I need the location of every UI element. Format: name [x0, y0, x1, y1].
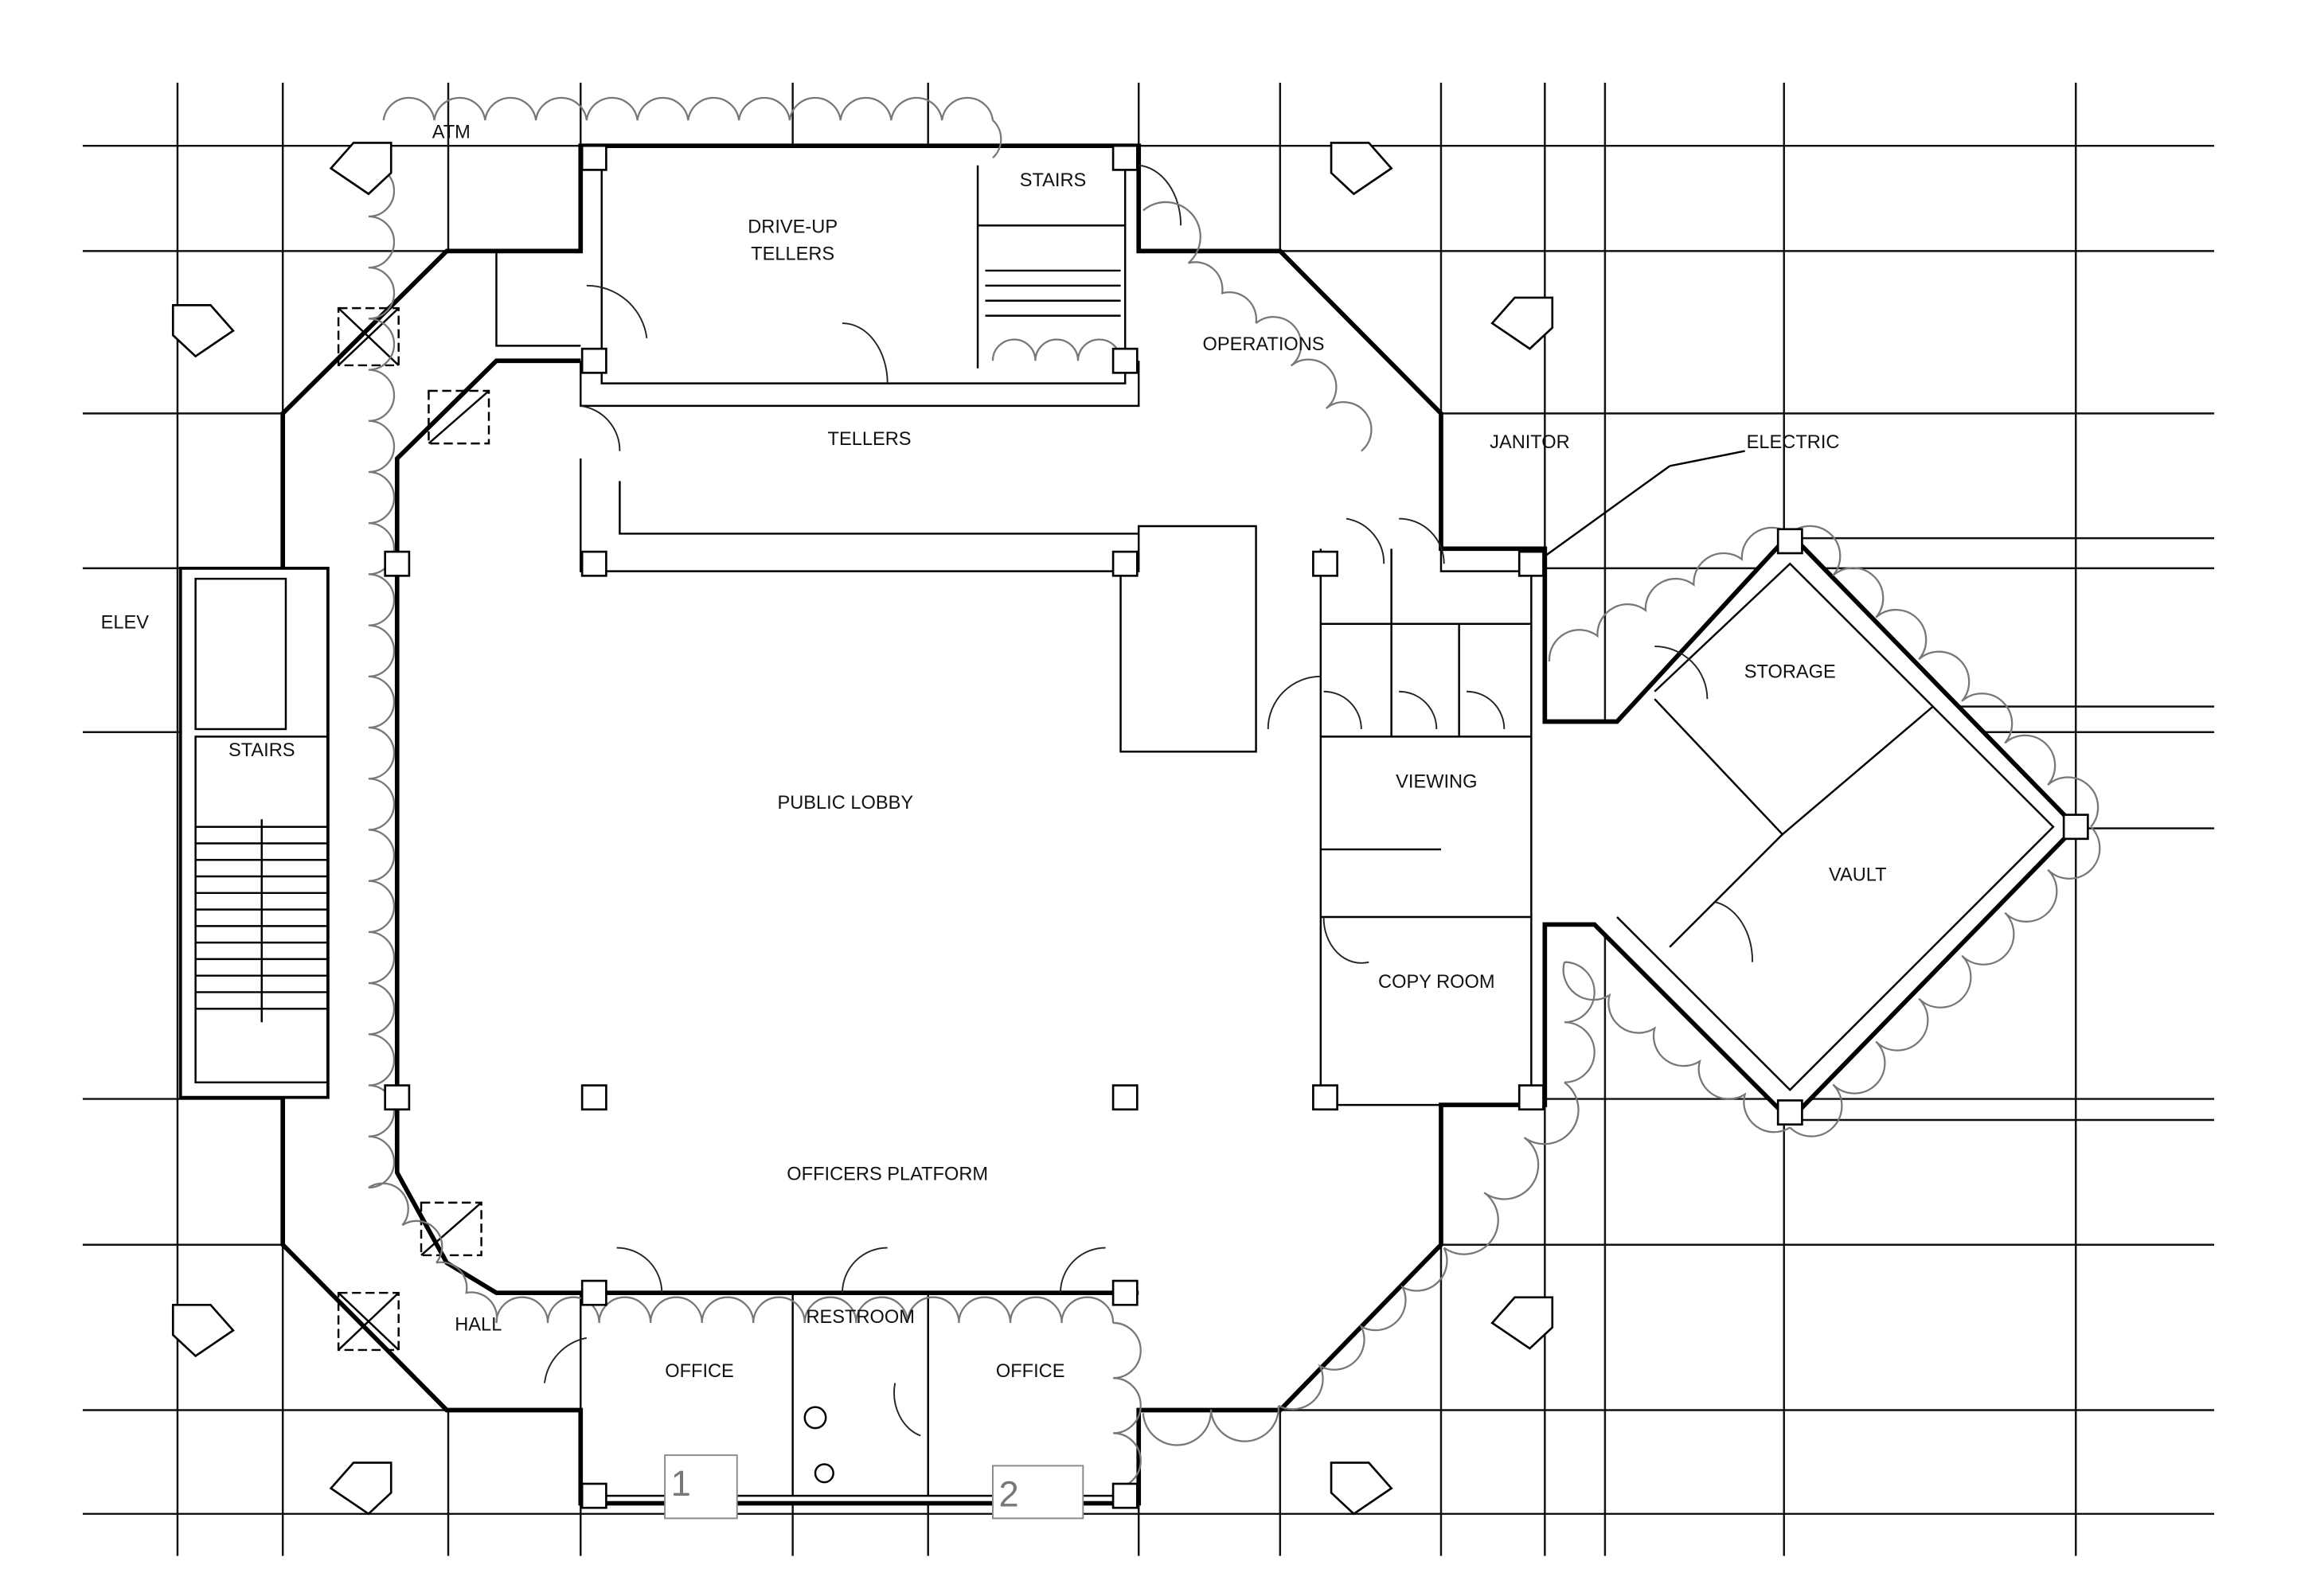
column — [1517, 550, 1545, 577]
tag-box-1 — [664, 1454, 738, 1520]
column — [1111, 144, 1139, 171]
site-marker-icon — [1490, 1296, 1554, 1350]
tag-number-2: 2 — [999, 1473, 1019, 1514]
sink-icon — [803, 1406, 827, 1430]
column — [1111, 550, 1139, 577]
room-label-stairs-top: STAIRS — [1020, 170, 1087, 191]
column — [384, 550, 411, 577]
elevator-shaft — [194, 577, 287, 731]
room-label-janitor: JANITOR — [1490, 432, 1570, 453]
room-label-electric: ELECTRIC — [1747, 432, 1840, 453]
column — [1111, 1279, 1139, 1306]
stair-treads — [195, 819, 328, 1023]
room-label-vault: VAULT — [1829, 865, 1887, 886]
column — [384, 1084, 411, 1111]
site-marker-icon — [171, 1303, 235, 1358]
column — [580, 550, 607, 577]
column — [580, 1482, 607, 1509]
room-label-viewing: VIEWING — [1396, 772, 1477, 793]
tag-number-1: 1 — [671, 1463, 691, 1504]
revision-cloud — [368, 164, 1142, 1489]
door-swings — [543, 164, 1754, 1437]
room-label-hall: HALL — [455, 1314, 502, 1335]
room-label-office-2: OFFICE — [996, 1361, 1065, 1382]
room-label-drive-up-2: TELLERS — [751, 244, 834, 265]
column — [1312, 550, 1338, 577]
site-marker-icon — [329, 1461, 393, 1516]
column — [1111, 347, 1139, 374]
room-label-elev: ELEV — [101, 612, 150, 633]
revision-cloud — [1142, 525, 2101, 1446]
elevator-stair-core — [178, 566, 330, 1099]
room-label-copy-room: COPY ROOM — [1378, 972, 1495, 993]
room-label-public-lobby: PUBLIC LOBBY — [777, 793, 913, 814]
revision-cloud — [991, 338, 1122, 361]
site-marker-icon — [1330, 1461, 1393, 1516]
column — [1312, 1084, 1338, 1111]
column — [580, 1084, 607, 1111]
stair-treads-top — [985, 269, 1121, 317]
site-marker-icon — [329, 142, 393, 196]
toilet-icon — [814, 1463, 834, 1484]
column — [1776, 528, 1803, 555]
site-marker-icon — [171, 304, 235, 358]
site-markers — [171, 142, 1554, 1516]
room-label-tellers: TELLERS — [828, 429, 912, 450]
room-label-office-1: OFFICE — [665, 1361, 734, 1382]
columns — [384, 144, 2089, 1509]
revision-cloud — [1142, 201, 1373, 452]
site-marker-icon — [1490, 296, 1554, 350]
column — [1111, 1084, 1139, 1111]
column — [1111, 1482, 1139, 1509]
room-label-officers-platform: OFFICERS PLATFORM — [787, 1165, 988, 1185]
column — [2062, 814, 2089, 841]
room-label-stairs-left: STAIRS — [228, 740, 295, 761]
room-label-restroom: RESTROOM — [806, 1307, 914, 1328]
column — [580, 1279, 607, 1306]
column — [580, 144, 607, 171]
column — [580, 347, 607, 374]
revision-cloud — [382, 96, 1002, 159]
column — [1517, 1084, 1545, 1111]
entry-vestibules — [337, 306, 490, 1352]
room-label-drive-up-1: DRIVE-UP — [748, 217, 838, 238]
revision-clouds — [368, 96, 2101, 1489]
room-label-storage: STORAGE — [1744, 662, 1836, 683]
building-outline — [280, 143, 2080, 1506]
tag-box-2 — [992, 1465, 1084, 1520]
room-label-atm: ATM — [432, 123, 471, 143]
site-marker-icon — [1330, 142, 1393, 196]
column — [1776, 1099, 1803, 1126]
room-label-operations: OPERATIONS — [1202, 334, 1324, 355]
